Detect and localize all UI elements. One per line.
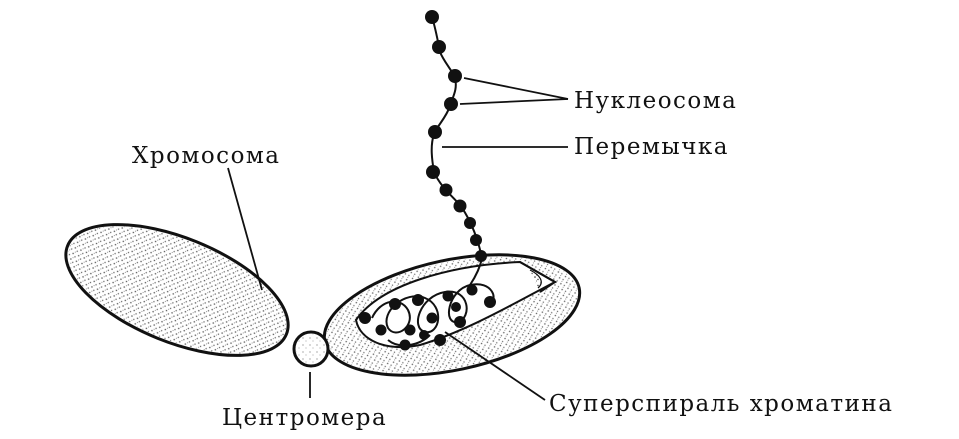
centromere-label: Центромера — [222, 407, 387, 430]
centromere — [294, 332, 328, 366]
right-chromatid — [313, 234, 590, 396]
chromatin-fiber — [425, 10, 487, 262]
nucleosome-beads — [425, 10, 487, 262]
supercoil-label: Суперспираль хроматина — [549, 393, 893, 416]
left-chromatid — [48, 198, 306, 383]
nucleosome-label: Нуклеосома — [574, 90, 737, 113]
chromosome-label: Хромосома — [132, 145, 281, 168]
linker-label: Перемычка — [574, 136, 729, 159]
